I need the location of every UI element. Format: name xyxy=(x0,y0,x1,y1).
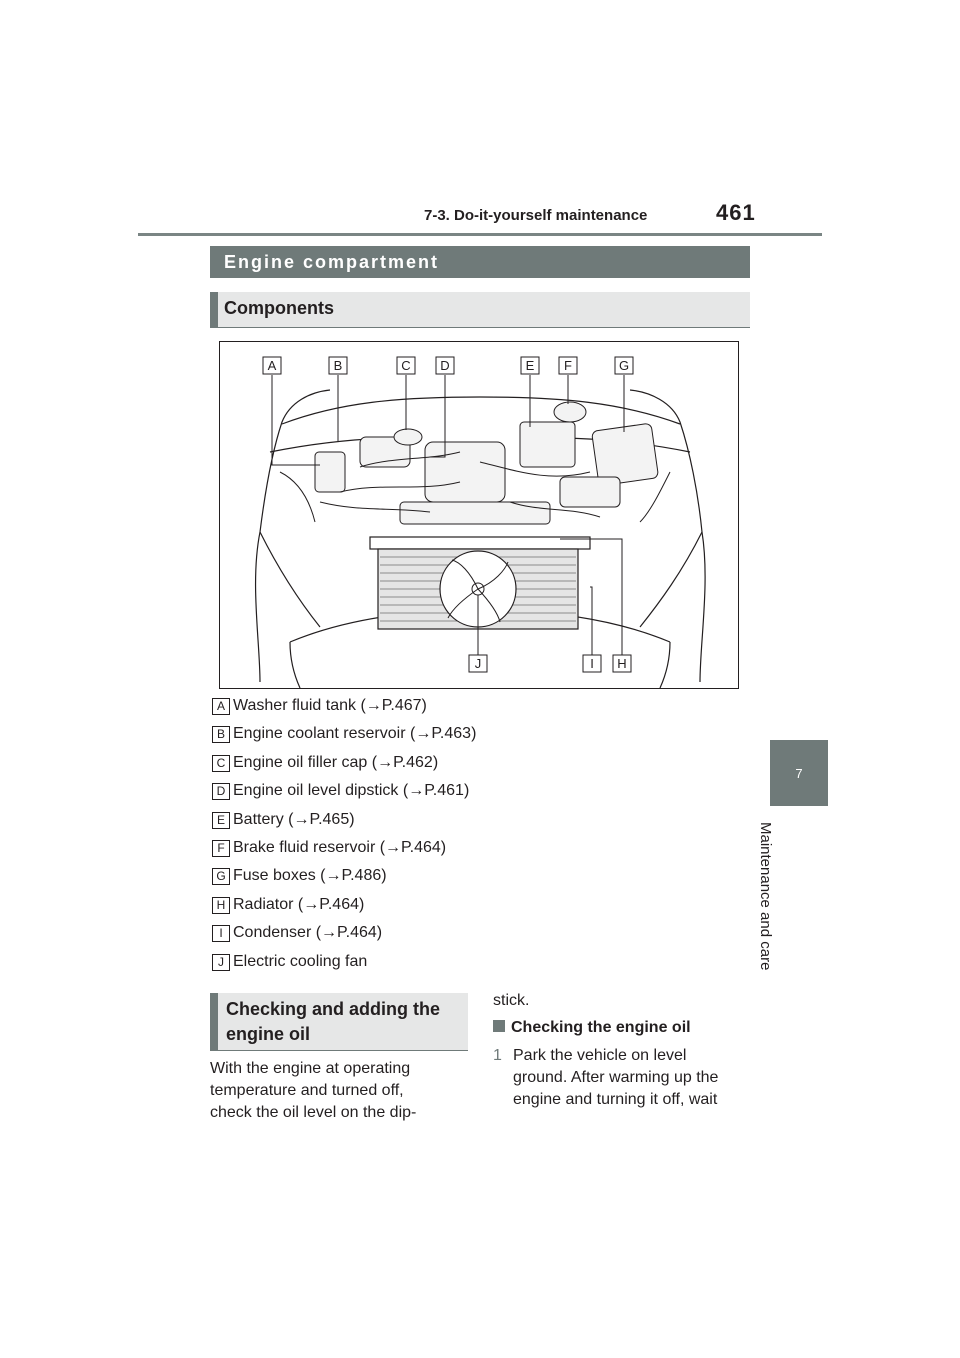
list-item-text: Radiator (→P.464) xyxy=(233,895,365,913)
components-heading: Components xyxy=(210,292,750,328)
checking-paragraph: With the engine at operating temperature… xyxy=(210,1058,470,1124)
step-line: ground. After warming up the xyxy=(513,1069,719,1086)
engine-parts xyxy=(314,401,659,525)
chapter-label-text: Maintenance and care xyxy=(757,822,774,971)
list-item-text: Washer fluid tank (→P.467) xyxy=(233,697,427,714)
engine-compartment-figure: A B C D E F G J I H xyxy=(219,341,739,689)
engine-hoses xyxy=(279,451,671,523)
checking-oil-heading: Checking and adding the engine oil xyxy=(210,993,468,1051)
callout-f: F xyxy=(558,356,578,375)
list-item-letter: F xyxy=(212,839,230,857)
list-item-letter: C xyxy=(212,754,230,772)
callout-j: J xyxy=(468,654,488,673)
callout-h: H xyxy=(612,654,632,673)
svg-text:A: A xyxy=(268,358,277,373)
list-item-text: Engine oil filler cap (→P.462) xyxy=(233,753,439,771)
page-number: 461 xyxy=(716,200,756,225)
callout-i: I xyxy=(582,654,602,673)
paragraph-line: temperature and turned off, xyxy=(210,1082,404,1099)
chapter-number: 7 xyxy=(795,765,803,781)
list-item-letter: G xyxy=(212,868,230,886)
list-item-letter: J xyxy=(212,953,230,971)
svg-text:D: D xyxy=(440,358,449,373)
callout-g: G xyxy=(614,356,634,375)
step-number: 1 xyxy=(493,1047,502,1064)
step-text: Park the vehicle on level ground. After … xyxy=(513,1045,718,1111)
square-bullet-icon xyxy=(493,1020,505,1032)
list-item-letter: B xyxy=(212,726,230,744)
callout-d: D xyxy=(435,356,455,375)
subsection-heading: Checking the engine oil xyxy=(493,1019,691,1037)
list-item-text: Brake fluid reservoir (→P.464) xyxy=(233,838,447,856)
list-item-letter: I xyxy=(212,925,230,943)
svg-text:H: H xyxy=(617,656,626,671)
list-item-text: Condenser (→P.464) xyxy=(233,924,383,942)
svg-text:I: I xyxy=(590,656,594,671)
step-line: engine and turning it off, wait xyxy=(513,1091,718,1108)
svg-text:F: F xyxy=(564,358,572,373)
section-title: Engine compartment xyxy=(210,246,750,278)
list-item-text: Electric cooling fan xyxy=(233,952,368,970)
header-section-title: 7-3. Do-it-yourself maintenance xyxy=(424,207,648,224)
checking-heading-line1: Checking and adding the xyxy=(226,999,441,1019)
svg-text:G: G xyxy=(619,358,629,373)
list-item-text: Battery (→P.465) xyxy=(233,810,355,828)
list-item-text: Engine coolant reservoir (→P.463) xyxy=(233,725,477,743)
header-rule xyxy=(138,233,822,236)
svg-text:B: B xyxy=(334,358,343,373)
callout-a: A xyxy=(262,356,282,375)
engine-illustration: A B C D E F G J I H xyxy=(254,356,706,688)
list-item-letter: H xyxy=(212,896,230,914)
callout-b: B xyxy=(328,356,348,375)
paragraph-line: With the engine at operating xyxy=(210,1060,411,1077)
list-item-text: Engine oil level dipstick (→P.461) xyxy=(233,782,470,800)
list-item-text: Fuse boxes (→P.486) xyxy=(233,867,387,885)
paragraph-line: check the oil level on the dip- xyxy=(210,1104,417,1121)
list-item-letter: E xyxy=(212,811,230,829)
figure-callout-labels: A B C D E F G J I H xyxy=(262,356,634,673)
svg-text:E: E xyxy=(526,358,535,373)
svg-text:J: J xyxy=(475,656,482,671)
list-item-letter: A xyxy=(212,698,230,715)
leader-lines xyxy=(271,375,625,655)
step-line: Park the vehicle on level xyxy=(513,1047,687,1064)
callout-e: E xyxy=(520,356,540,375)
subsection-text: Checking the engine oil xyxy=(511,1019,691,1036)
callout-c: C xyxy=(396,356,416,375)
chapter-side-label: Maintenance and care xyxy=(757,820,800,980)
paragraph-continuation: stick. xyxy=(493,992,530,1009)
chapter-tab: 7 xyxy=(770,740,828,806)
svg-text:C: C xyxy=(401,358,410,373)
list-item-letter: D xyxy=(212,783,230,801)
radiator-assembly xyxy=(369,536,591,630)
checking-heading-line2: engine oil xyxy=(226,1024,311,1044)
